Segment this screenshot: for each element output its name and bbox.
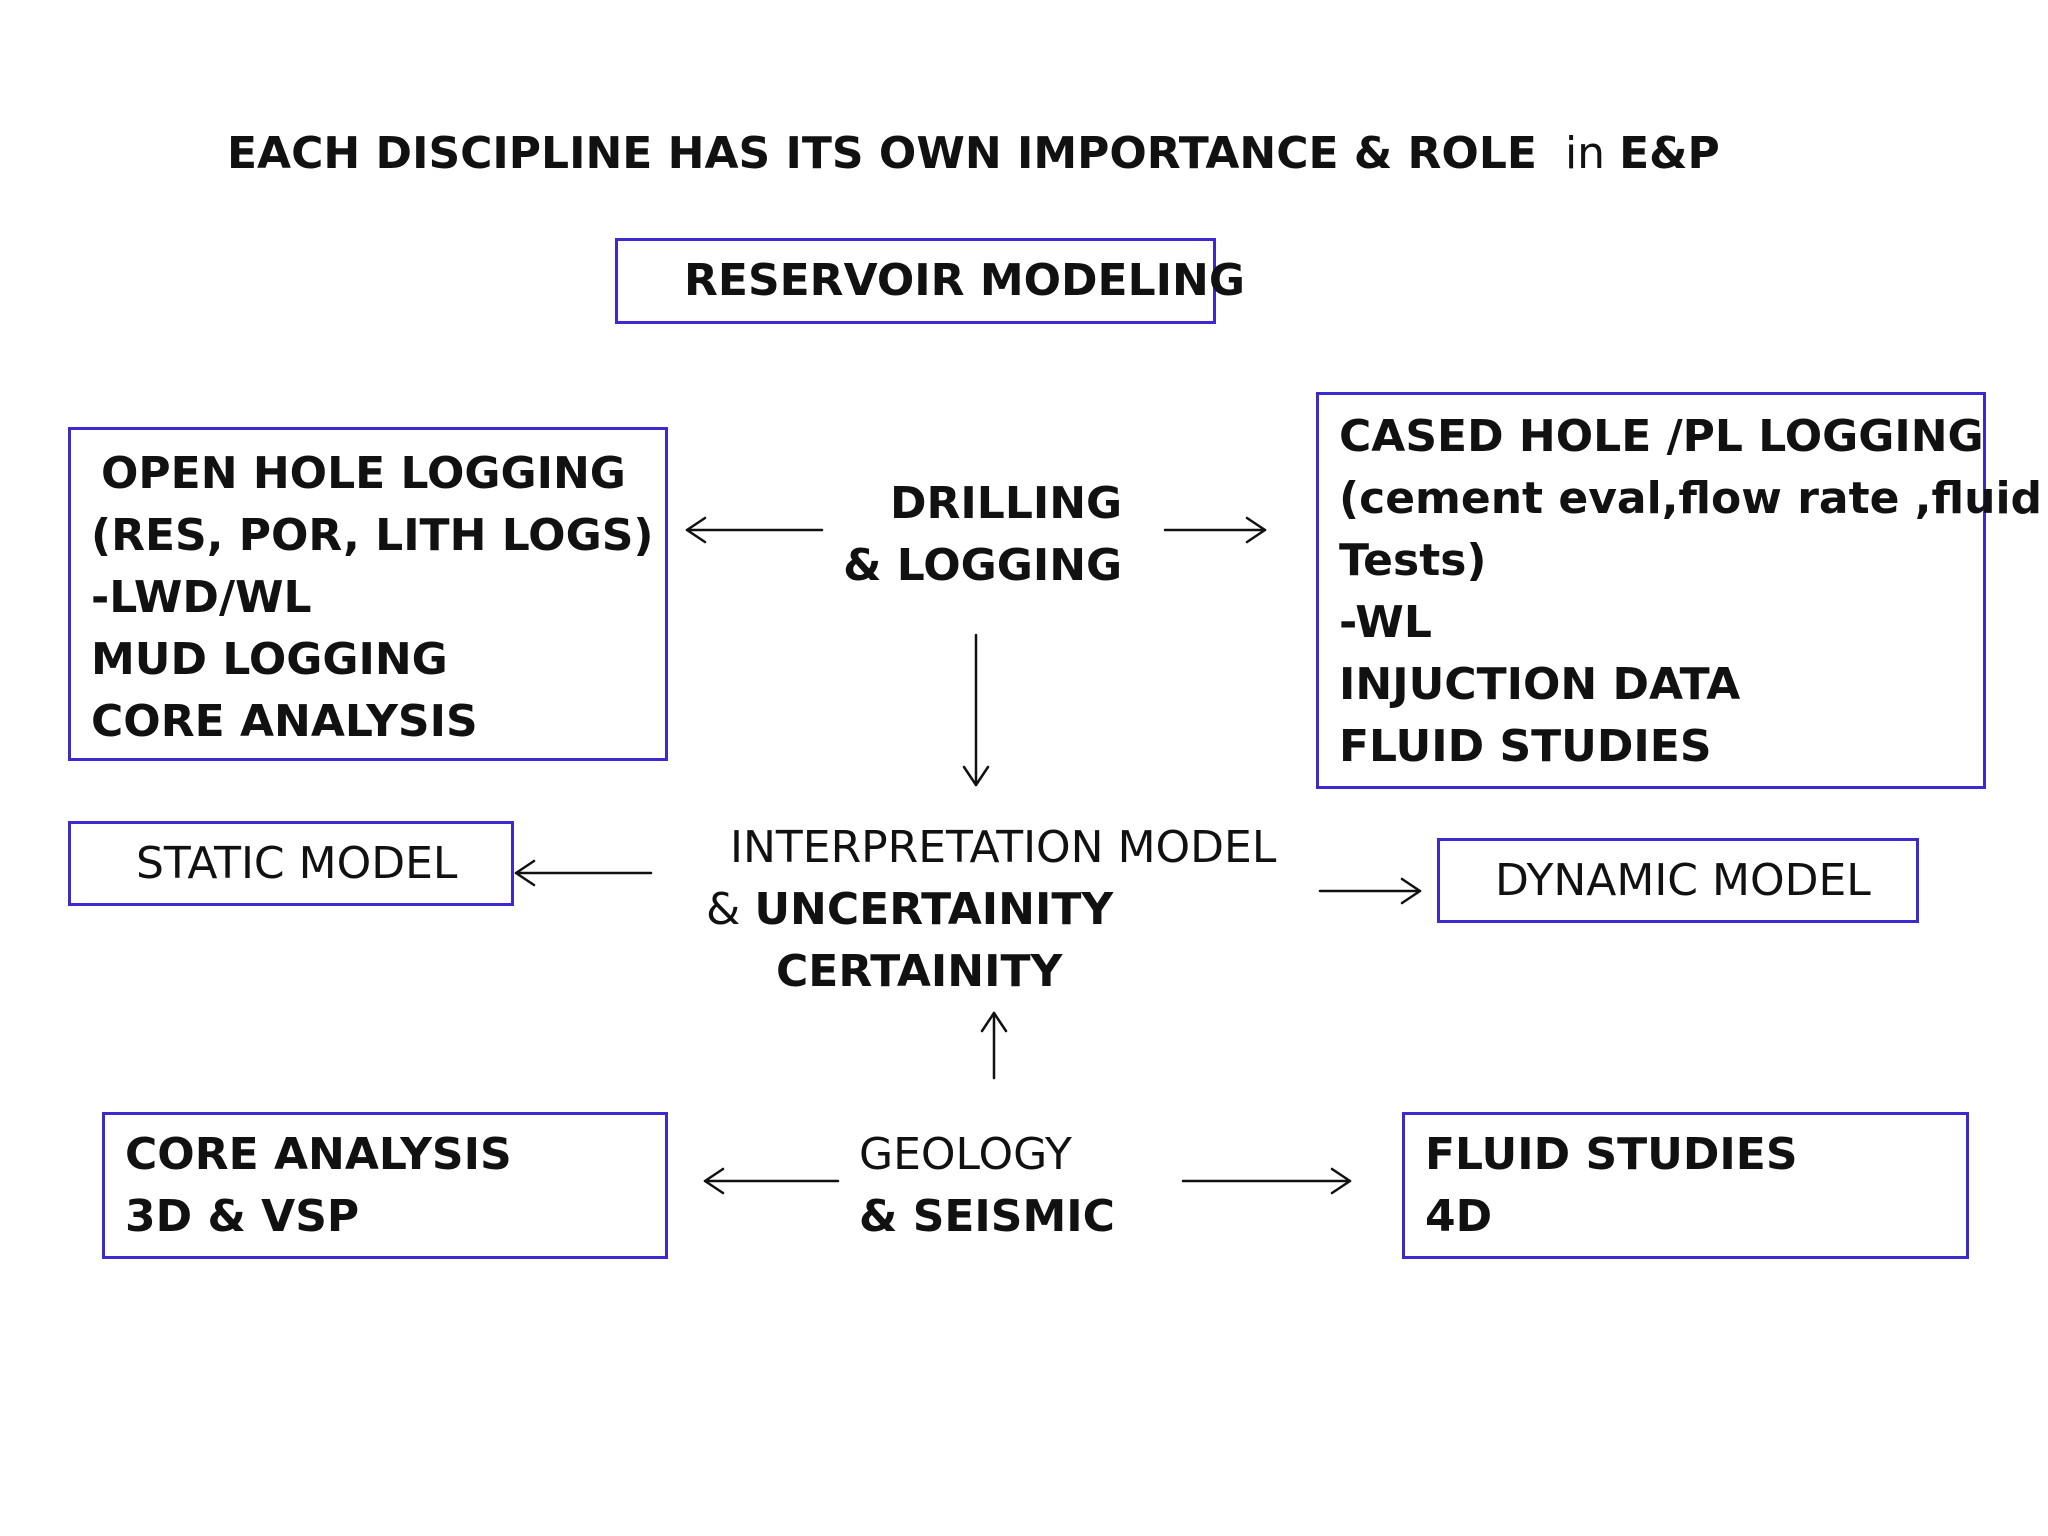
arrow-drilling-to-cased-hole [1163,516,1267,544]
interpretation-amp: & [706,884,741,935]
arrow-geology-to-fluid-studies [1181,1167,1352,1195]
open-hole-line-4: MUD LOGGING [91,634,448,685]
interpretation-line-1: INTERPRETATION MODEL [730,822,1277,873]
fluid-4d-line-2: 4D [1425,1191,1493,1242]
fluid-4d-line-1: FLUID STUDIES [1425,1129,1798,1180]
open-hole-logging-text: OPEN HOLE LOGGING (RES, POR, LITH LOGS) … [91,443,654,753]
open-hole-logging-box: OPEN HOLE LOGGING (RES, POR, LITH LOGS) … [68,427,668,761]
interpretation-model-label: INTERPRETATION MODEL & UNCERTAINITY CERT… [706,817,1276,1003]
geology-seismic-label: GEOLOGY & SEISMIC [859,1124,1115,1248]
title-ep: E&P [1619,128,1720,179]
geology-line-1: GEOLOGY [859,1129,1072,1180]
interpretation-line-2: & UNCERTAINITY [706,879,1276,941]
cased-hole-line-5: INJUCTION DATA [1339,659,1741,710]
geology-line-2: & SEISMIC [859,1191,1115,1242]
cased-hole-line-4: -WL [1339,597,1432,648]
arrow-interpretation-to-dynamic-model [1318,877,1422,905]
arrow-geology-to-interpretation [980,1011,1008,1080]
open-hole-line-3: -LWD/WL [91,572,312,623]
fluid-studies-4d-box: FLUID STUDIES 4D [1402,1112,1969,1259]
drilling-logging-label: DRILLING & LOGGING [843,473,1122,597]
reservoir-modeling-box: RESERVOIR MODELING [615,238,1245,324]
dynamic-model-label: DYNAMIC MODEL [1495,855,1871,906]
open-hole-line-2: (RES, POR, LITH LOGS) [91,510,654,561]
fluid-studies-4d-text: FLUID STUDIES 4D [1425,1124,1798,1248]
open-hole-line-1: OPEN HOLE LOGGING [101,448,626,499]
core-3d-line-1: CORE ANALYSIS [125,1129,512,1180]
cased-hole-line-2: (cement eval,flow rate ,fluid [1339,473,2043,524]
arrow-interpretation-to-static-model [514,859,653,887]
core-analysis-3d-text: CORE ANALYSIS 3D & VSP [125,1124,512,1248]
arrow-drilling-to-interpretation [962,633,990,787]
page-title: EACH DISCIPLINE HAS ITS OWN IMPORTANCE &… [227,126,1720,182]
title-main: EACH DISCIPLINE HAS ITS OWN IMPORTANCE &… [227,128,1537,179]
static-model-label: STATIC MODEL [136,838,458,889]
arrow-drilling-to-open-hole [685,516,824,544]
open-hole-line-5: CORE ANALYSIS [91,696,478,747]
title-in: in [1564,128,1606,179]
cased-hole-line-3: Tests) [1339,535,1487,586]
reservoir-modeling-label: RESERVOIR MODELING [684,255,1245,306]
drilling-line-1: DRILLING [890,478,1123,529]
cased-hole-line-6: FLUID STUDIES [1339,721,1712,772]
arrow-geology-to-core-analysis [703,1167,840,1195]
uncertainity-label: UNCERTAINITY [754,884,1114,935]
core-3d-line-2: 3D & VSP [125,1191,360,1242]
cased-hole-line-1: CASED HOLE /PL LOGGING [1339,411,1984,462]
cased-hole-logging-box: CASED HOLE /PL LOGGING (cement eval,flow… [1316,392,2042,789]
static-model-box: STATIC MODEL [68,821,514,906]
cased-hole-logging-text: CASED HOLE /PL LOGGING (cement eval,flow… [1339,406,2042,778]
core-analysis-3d-box: CORE ANALYSIS 3D & VSP [102,1112,668,1259]
drilling-line-2: & LOGGING [843,540,1123,591]
certainity-label: CERTAINITY [776,946,1063,997]
dynamic-model-box: DYNAMIC MODEL [1437,838,1919,923]
